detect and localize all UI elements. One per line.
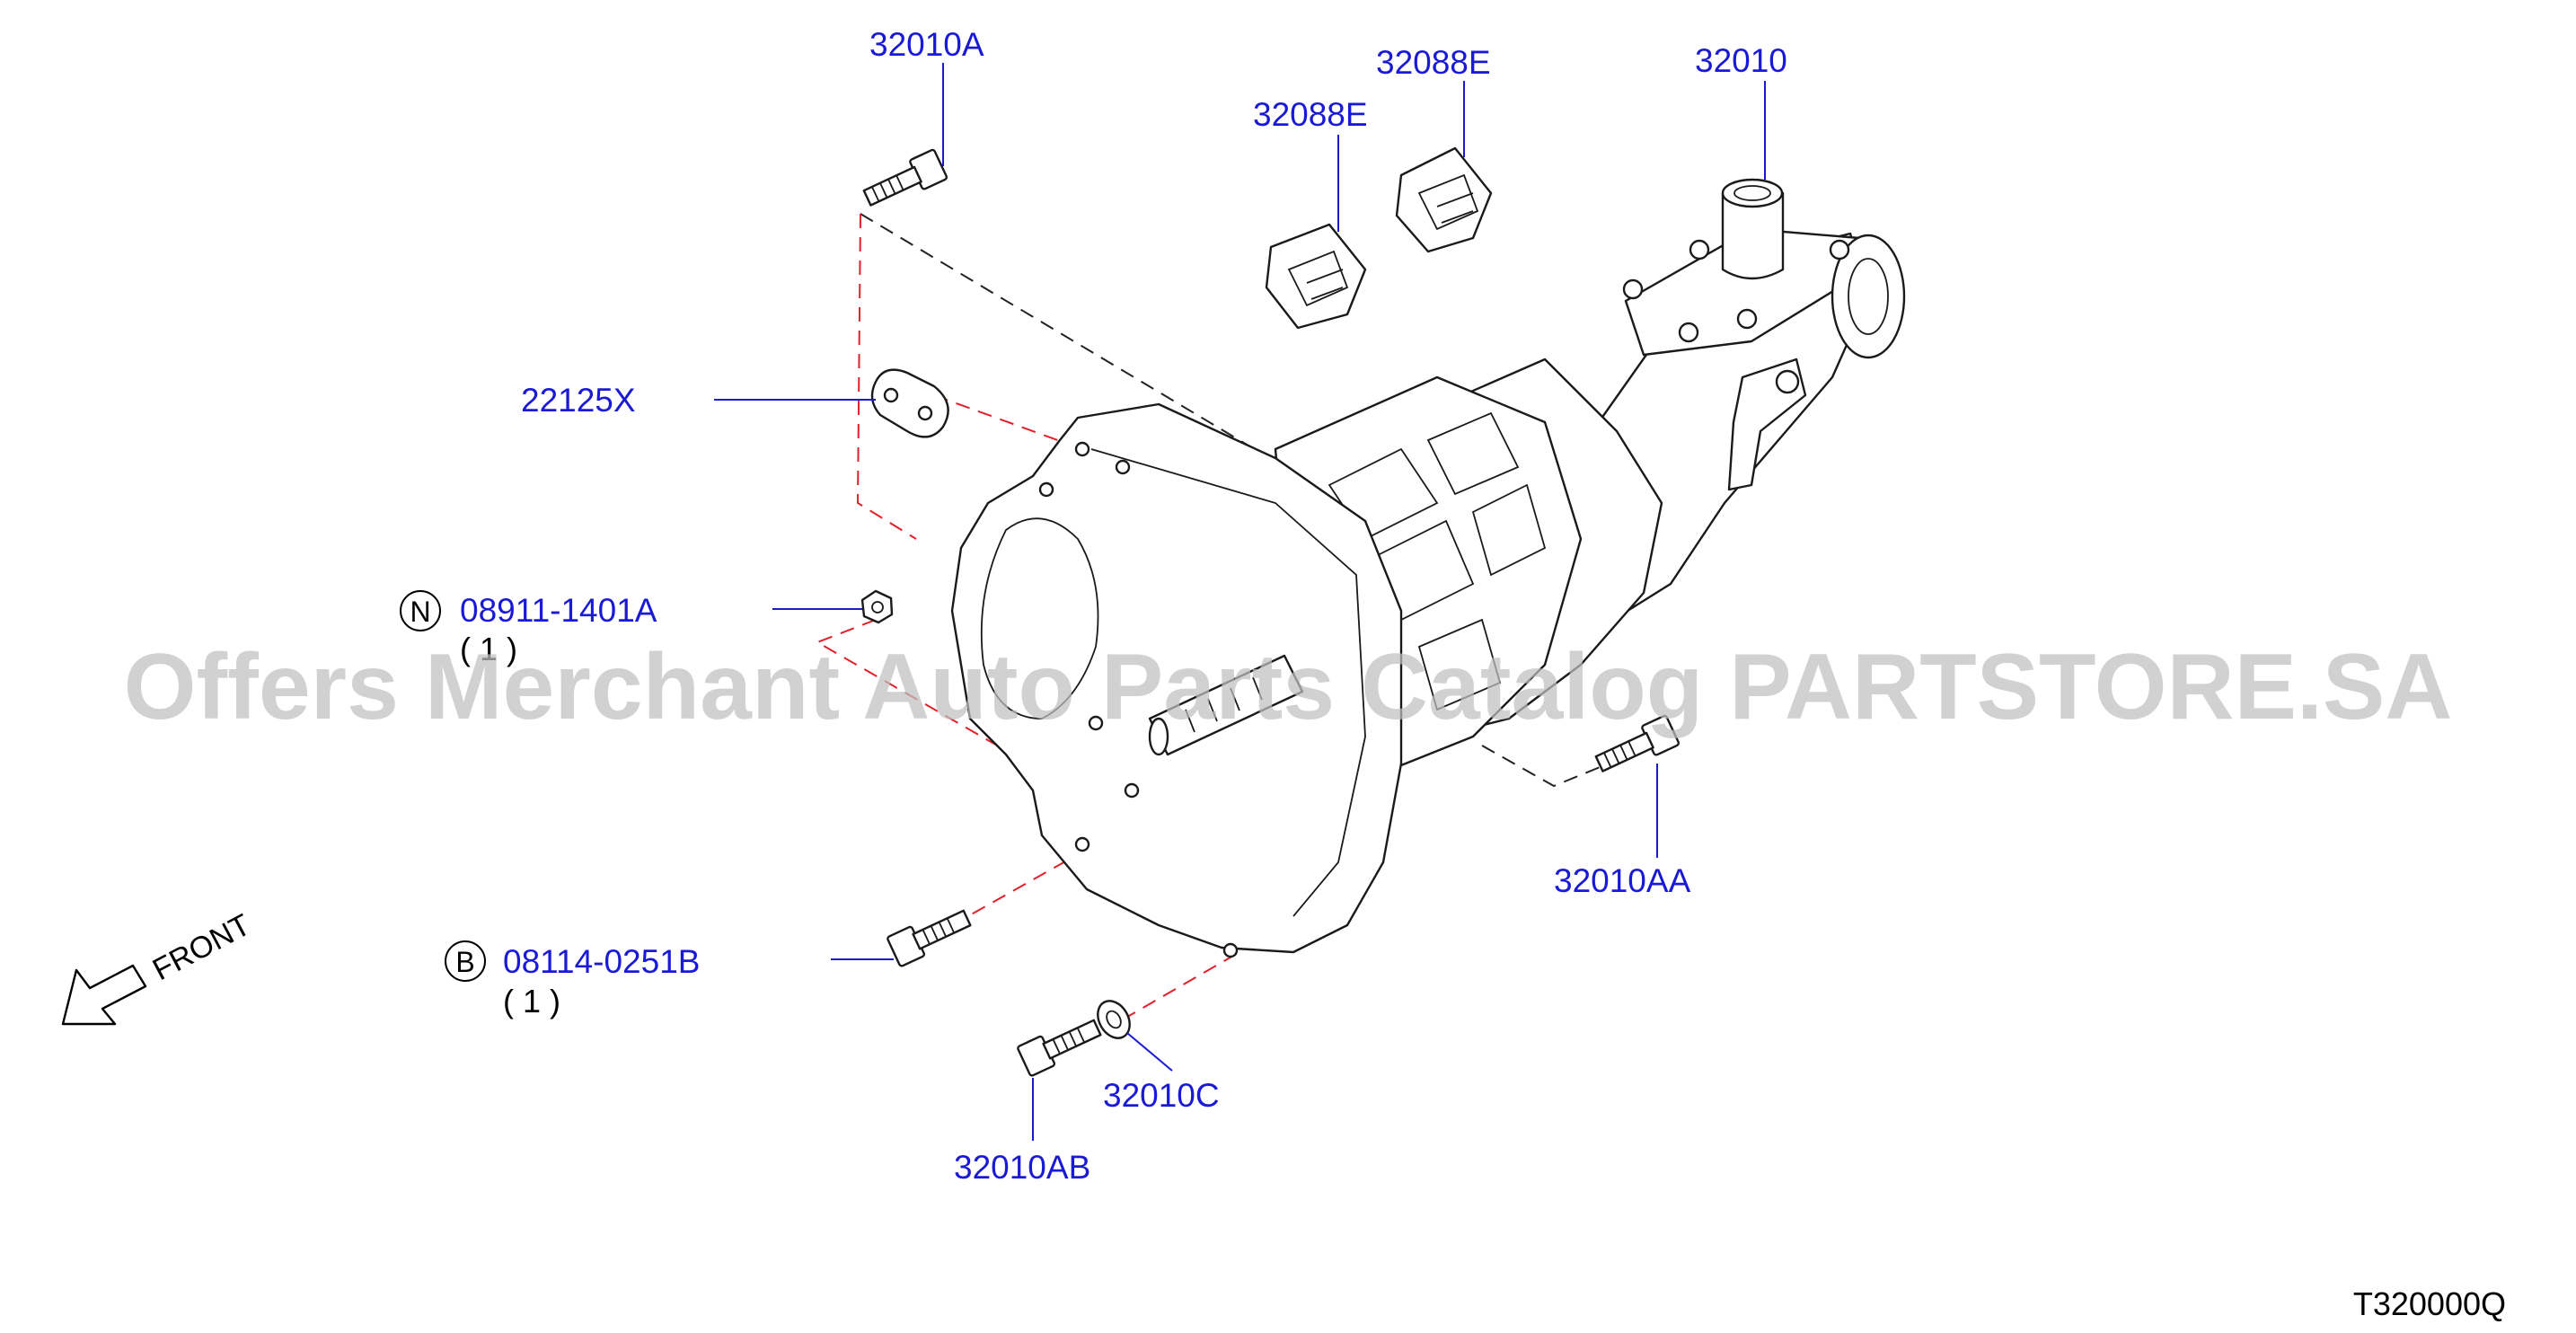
leader-lines <box>714 63 1766 1141</box>
front-label: FRONT <box>147 908 256 988</box>
qty-08911-1401A: ( 1 ) <box>460 631 517 667</box>
guide-red-left-vertical <box>856 213 917 540</box>
rib-window-5 <box>1417 618 1502 711</box>
front-indicator: FRONT <box>61 908 256 1026</box>
badge-circle-N <box>400 590 441 631</box>
guide-red-washer <box>1122 951 1240 1020</box>
callout-32088E-upper: 32088E <box>1376 44 1491 81</box>
guide-red-bolt <box>951 843 1097 926</box>
qty-08114-0251B: ( 1 ) <box>503 983 560 1020</box>
output-flange <box>1831 234 1906 359</box>
callout-32010AB: 32010AB <box>954 1149 1090 1186</box>
callout-32010: 32010 <box>1695 42 1787 79</box>
bellhousing-opening <box>980 517 1099 719</box>
bolt-32010AA <box>1594 714 1681 772</box>
bellhousing <box>950 402 1403 954</box>
callout-32010A: 32010A <box>869 26 984 63</box>
callout-08911-1401A: 08911-1401A <box>460 592 657 629</box>
badge-circle-B <box>445 940 486 982</box>
callout-32010AA: 32010AA <box>1554 862 1691 899</box>
callout-22125X: 22125X <box>521 382 636 419</box>
transmission-assembly <box>950 178 1906 958</box>
washer-32010C <box>1097 1000 1131 1039</box>
guide-black-top <box>860 213 1285 468</box>
bellhousing-flange-edge <box>1090 448 1366 917</box>
cover-bolt-5 <box>1678 322 1699 343</box>
shifter-tower-bore <box>1734 185 1771 201</box>
cover-bolt-3 <box>1829 239 1850 260</box>
output-flange-inner <box>1848 258 1889 335</box>
shifter-tower-top <box>1721 178 1784 208</box>
bell-hole-2 <box>1115 459 1131 475</box>
cover-bolt-1 <box>1622 278 1644 300</box>
bolt-08114-0251B <box>887 909 972 967</box>
badge-B: B <box>455 946 474 978</box>
bolt-32010AB <box>1017 1019 1102 1077</box>
input-shaft-splines <box>1185 676 1263 733</box>
dowel-plate-22125X <box>870 368 949 438</box>
plug-32088E-upper <box>1395 146 1493 253</box>
callout-32088E-lower: 32088E <box>1253 96 1368 133</box>
bolt-32010A <box>862 148 948 207</box>
bell-hole-4 <box>1088 715 1104 731</box>
cover-bolt-4 <box>1736 308 1758 330</box>
bell-hole-7 <box>1222 942 1239 958</box>
callout-labels: 32010A 32088E 32088E 32010 22125X N 0891… <box>400 26 1787 1186</box>
plug-32088E-lower <box>1265 223 1367 330</box>
rib-window-2 <box>1426 411 1520 496</box>
bell-hole-3 <box>1038 481 1054 498</box>
front-arrow-icon <box>61 964 147 1026</box>
bell-hole-5 <box>1124 782 1140 799</box>
shifter-tower <box>1721 191 1785 280</box>
bell-hole-1 <box>1074 441 1090 457</box>
cover-bolt-2 <box>1689 239 1710 260</box>
callout-08114-0251B: 08114-0251B <box>503 943 700 980</box>
bell-hole-6 <box>1074 836 1090 852</box>
guide-red-dowel <box>933 394 1083 450</box>
mount-bracket-hole <box>1775 369 1800 394</box>
leader-32010C <box>1126 1032 1173 1072</box>
rib-window-4 <box>1471 483 1547 577</box>
diagram-code: T320000Q <box>2353 1285 2506 1322</box>
watermark-text: Offers Merchant Auto Parts Catalog PARTS… <box>124 635 2453 739</box>
callout-32010C: 32010C <box>1103 1077 1220 1114</box>
badge-N: N <box>410 596 430 628</box>
nut-08911-1401A <box>860 589 894 624</box>
input-shaft-tip <box>1148 717 1169 756</box>
